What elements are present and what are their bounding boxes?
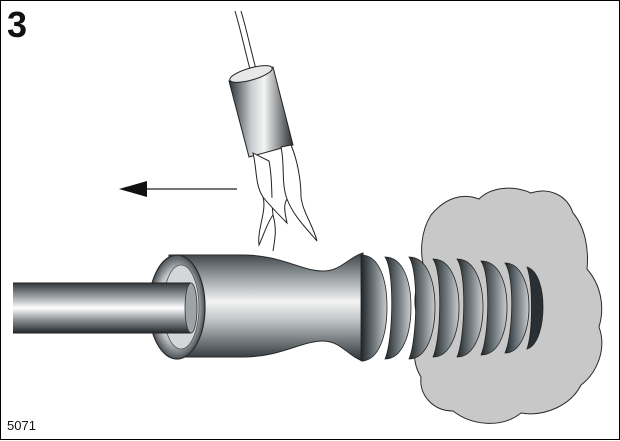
- direction-arrow: [119, 181, 237, 197]
- figure-code: 5071: [7, 418, 36, 433]
- tool-ferrule: [228, 65, 294, 158]
- step-number: 3: [7, 4, 28, 45]
- tool-jaws: [252, 144, 318, 252]
- sleeve-ribs: [360, 254, 544, 362]
